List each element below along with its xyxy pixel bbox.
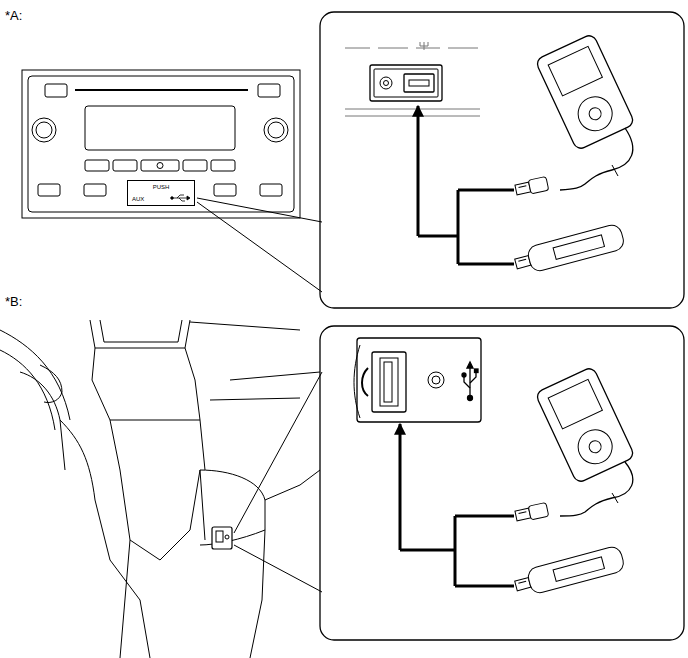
panel-text: AUX [132, 196, 144, 202]
head-unit [22, 70, 300, 218]
view-label: *B: [5, 294, 22, 309]
aux-usb-panel: PUSH AUX [127, 180, 195, 206]
view-label: *A: [5, 8, 22, 23]
panel-text: PUSH [153, 184, 170, 190]
